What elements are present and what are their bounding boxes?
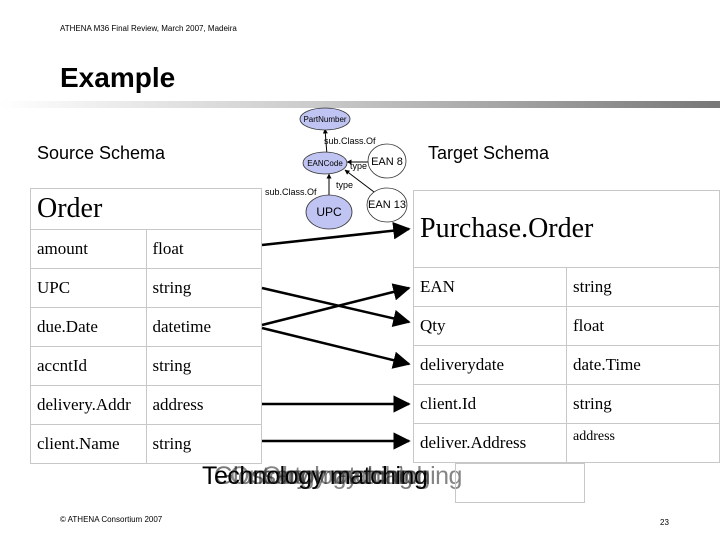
field-name: amount [30,229,147,269]
matching-legend: Technology matching Glossary matching On… [200,462,462,512]
subclass-edge-top [322,128,328,156]
source-schema-label: Source Schema [37,143,166,163]
field-type: string [566,384,720,424]
field-type: string [145,268,262,308]
legend-ontology-matching: Ontology matching [230,462,430,490]
field-name: EAN [413,267,567,307]
ean8-node [367,143,407,179]
field-name: accntId [30,346,147,386]
legend-ontology-matching-2: Ontology matching [262,462,462,490]
copyright-footer: © ATHENA Consortium 2007 [60,515,163,524]
part-number-label: PartNumber [303,115,346,124]
type-label-ean13: type [336,180,353,190]
mapping-amount-to-qty [261,222,411,247]
target-schema-label: Target Schema [428,143,550,163]
slide-title: Example [60,62,176,93]
field-type: address [145,385,262,425]
field-name: delivery.Addr [30,385,147,425]
field-name: client.Name [30,424,147,464]
ean13-label: EAN 13 [368,199,406,211]
legend-empty-cell [455,463,585,503]
type-edge-ean13 [344,169,379,196]
field-type: string [145,346,262,386]
ean8-label: EAN 8 [371,156,403,168]
mapping-upc-to-ean [261,286,411,327]
legend-technology-matching: Technology matching [202,462,428,490]
field-type: address [566,423,720,463]
legend-glossary-matching: Glossary matching [214,462,413,490]
type-label-ean8: type [350,161,367,171]
subclass-label-top: sub.Class.Of [324,136,376,146]
table-header-row: Purchase.Order [413,190,720,268]
field-type: float [145,229,262,269]
field-name: UPC [30,268,147,308]
part-number-node [299,107,351,131]
ean13-node [366,187,408,223]
field-name: deliverydate [413,345,567,385]
target-table-title: Purchase.Order [413,190,720,268]
upc-label: UPC [316,205,342,219]
upc-node [305,194,353,230]
field-type: string [145,424,262,464]
ean-code-label: EANCode [307,159,343,168]
mapping-accntid-to-clientid [261,326,411,369]
subclass-label-bottom: sub.Class.Of [265,187,317,197]
mapping-duedate-to-deliverydate [261,283,411,327]
source-table-title: Order [30,188,262,230]
field-name: client.Id [413,384,567,424]
title-divider [0,101,720,108]
page-number: 23 [660,518,669,527]
table-header-row: Order [30,188,262,230]
field-type: date.Time [566,345,720,385]
conference-header: ATHENA M36 Final Review, March 2007, Mad… [60,24,237,33]
ean-code-node [302,151,348,175]
field-type: datetime [145,307,262,347]
